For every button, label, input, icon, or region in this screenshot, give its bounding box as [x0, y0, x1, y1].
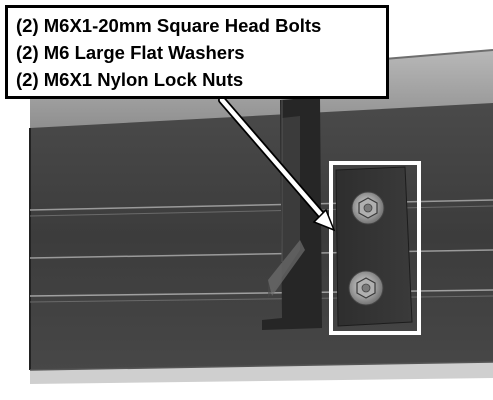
callout-line-washers: (2) M6 Large Flat Washers [16, 42, 245, 63]
callout-line-nuts: (2) M6X1 Nylon Lock Nuts [16, 69, 244, 90]
callout-line-bolts: (2) M6X1-20mm Square Head Bolts [16, 15, 322, 36]
parts-callout: (2) M6X1-20mm Square Head Bolts (2) M6 L… [5, 5, 389, 99]
upper-fastener [351, 191, 385, 225]
bracket-post [262, 97, 322, 330]
lower-fastener [348, 270, 384, 306]
leader-arrow [218, 96, 336, 232]
highlight-box [329, 161, 421, 335]
